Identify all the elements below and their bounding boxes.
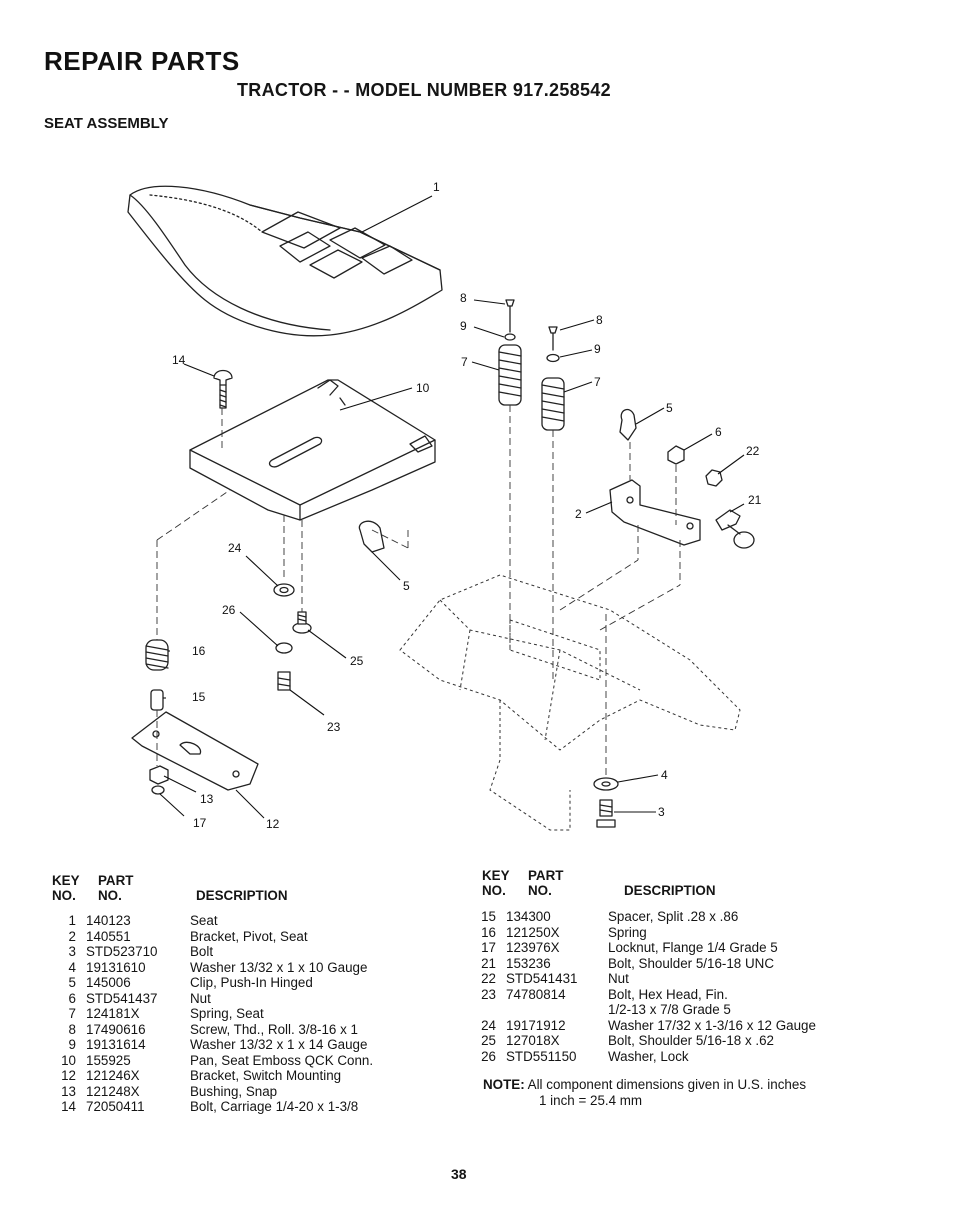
page-number: 38 (451, 1166, 467, 1182)
section-heading: SEAT ASSEMBLY (44, 115, 169, 132)
leader-lines (159, 195, 745, 819)
tractor-frame (399, 574, 741, 831)
carriage-bolt-part (213, 369, 233, 409)
callout-label: 9 (460, 319, 467, 333)
washer-4 (593, 777, 619, 791)
model-number-heading: TRACTOR - - MODEL NUMBER 917.258542 (237, 80, 611, 100)
spacer-15 (150, 689, 164, 711)
bolt-3 (596, 799, 616, 828)
callout-label: 12 (266, 817, 280, 831)
callout-label: 9 (594, 342, 601, 356)
washer-24 (273, 583, 295, 597)
shoulder-bolt-25 (292, 611, 312, 634)
callout-label: 8 (596, 313, 603, 327)
page-title: REPAIR PARTS (44, 46, 240, 76)
pivot-bracket-2 (609, 479, 701, 546)
right-table-header: KEY NO. PART NO. DESCRIPTION (482, 868, 752, 902)
switch-mounting-bracket-12 (131, 711, 259, 791)
key-header: KEY (482, 868, 510, 883)
seat-part (127, 185, 443, 337)
part-no-header: NO. (98, 888, 122, 903)
no-header: NO. (52, 888, 76, 903)
callout-label: 1 (433, 180, 440, 194)
callout-label: 8 (460, 291, 467, 305)
lock-washer-26 (275, 642, 293, 654)
callout-label: 5 (403, 579, 410, 593)
nut-6 (667, 445, 685, 465)
callout-label: 15 (192, 690, 206, 704)
callout-label: 25 (350, 654, 364, 668)
callout-labels: 1 14 10 8 9 7 8 9 7 5 6 22 21 2 24 5 26 … (172, 180, 762, 831)
left-table-header: KEY NO. PART NO. DESCRIPTION (52, 873, 312, 907)
bushing-13 (149, 765, 169, 785)
alignment-lines (156, 405, 681, 775)
table-row: 1/2-13 x 7/8 Grade 5 (608, 1002, 731, 1017)
locknut-17 (151, 785, 165, 795)
key-header: KEY (52, 873, 80, 888)
left-spring-stack (498, 299, 522, 406)
callout-label: 22 (746, 444, 760, 458)
clip-lower (358, 520, 385, 553)
part-no-header: NO. (528, 883, 552, 898)
callout-label: 13 (200, 792, 214, 806)
note-line-1: All component dimensions given in U.S. i… (527, 1077, 807, 1092)
callout-label: 6 (715, 425, 722, 439)
callout-label: 23 (327, 720, 341, 734)
callout-label: 10 (416, 381, 430, 395)
seat-assembly-diagram: 1 14 10 8 9 7 8 9 7 5 6 22 21 2 24 5 26 … (127, 180, 762, 831)
no-header: NO. (482, 883, 506, 898)
hex-bolt-23 (277, 671, 291, 691)
callout-label: 7 (461, 355, 468, 369)
callout-label: 3 (658, 805, 665, 819)
part-header: PART (98, 873, 134, 888)
right-spring-stack (541, 326, 565, 431)
callout-label: 4 (661, 768, 668, 782)
callout-label: 24 (228, 541, 242, 555)
note-line-2: 1 inch = 25.4 mm (539, 1092, 643, 1108)
seat-pan-part (189, 379, 436, 521)
callout-label: 2 (575, 507, 582, 521)
description-header: DESCRIPTION (196, 888, 288, 903)
dimension-note: NOTE: All component dimensions given in … (483, 1077, 806, 1108)
part-header: PART (528, 868, 564, 883)
note-label: NOTE: (483, 1077, 525, 1092)
spring-16 (145, 639, 169, 671)
shoulder-bolt-21 (715, 509, 755, 549)
callout-label: 5 (666, 401, 673, 415)
callout-label: 7 (594, 375, 601, 389)
callout-label: 14 (172, 353, 186, 367)
clip-upper (619, 408, 637, 441)
callout-label: 17 (193, 816, 207, 830)
callout-label: 26 (222, 603, 236, 617)
callout-label: 21 (748, 493, 762, 507)
description-header: DESCRIPTION (624, 883, 716, 898)
callout-label: 16 (192, 644, 206, 658)
